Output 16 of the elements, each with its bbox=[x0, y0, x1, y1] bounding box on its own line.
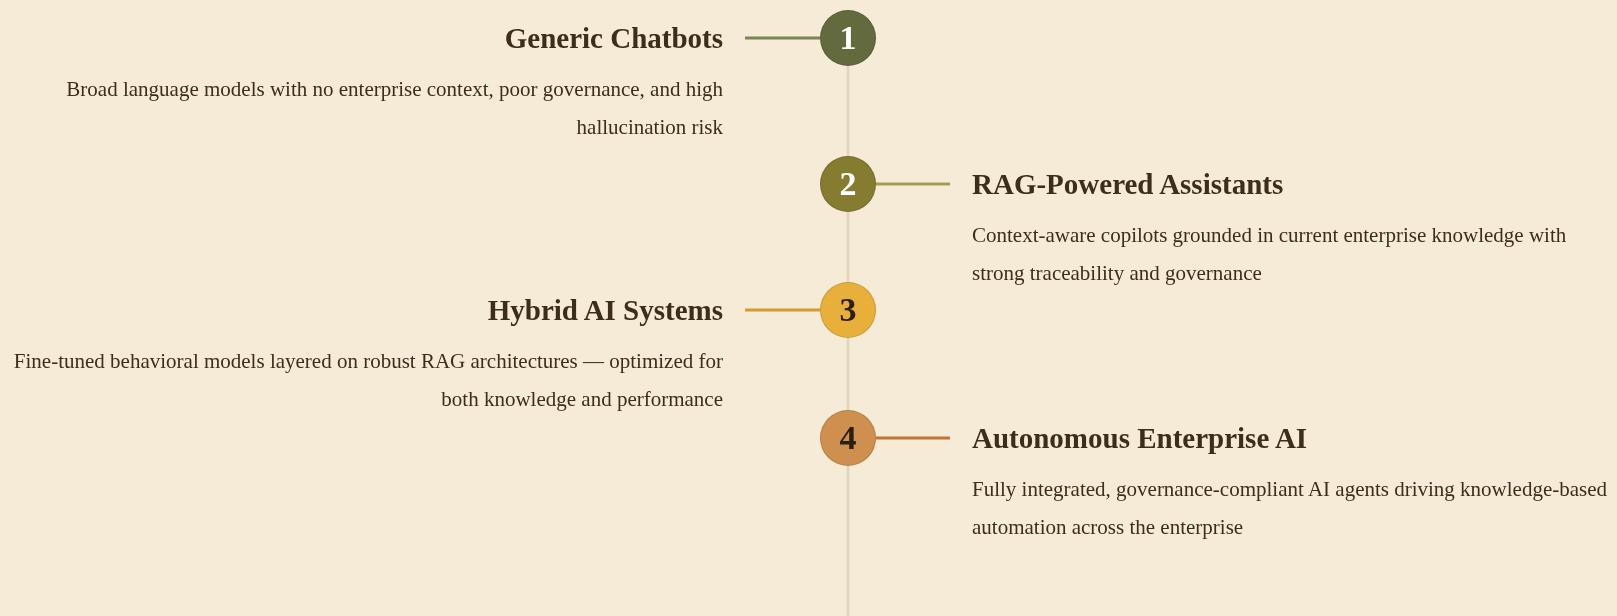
step-heading: Generic Chatbots bbox=[504, 21, 723, 56]
step-heading: RAG-Powered Assistants bbox=[972, 167, 1284, 202]
connector-line bbox=[876, 436, 950, 440]
step-description: Broad language models with no enterprise context, poor governance, and high hallucination risk bbox=[65, 76, 723, 141]
step-heading: Autonomous Enterprise AI bbox=[972, 421, 1308, 456]
step-description: Context-aware copilots grounded in current enterprise knowledge with strong traceability and governance bbox=[972, 222, 1568, 287]
connector-line bbox=[745, 308, 820, 312]
connector-line bbox=[745, 36, 820, 40]
step-description: Fully integrated, governance-compliant AI agents driving knowledge-based automation across the enterprise bbox=[972, 476, 1609, 541]
step-number-circle: 3 bbox=[820, 282, 876, 338]
step-number-circle: 2 bbox=[820, 156, 876, 212]
step-description: Fine-tuned behavioral models layered on robust RAG architectures — optimized for both knowledge and performance bbox=[12, 348, 723, 413]
connector-line bbox=[876, 182, 950, 186]
step-number-circle: 1 bbox=[820, 10, 876, 66]
step-number-circle: 4 bbox=[820, 410, 876, 466]
step-heading: Hybrid AI Systems bbox=[487, 293, 723, 328]
